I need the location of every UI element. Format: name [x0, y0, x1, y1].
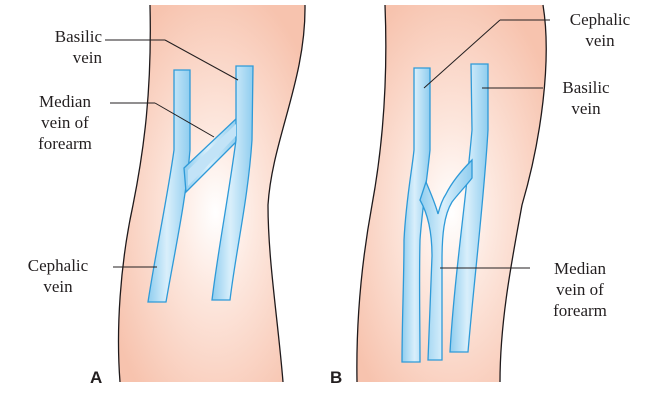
label-basilic-vein-b: Basilic vein	[546, 77, 626, 119]
panel-a	[105, 5, 305, 382]
label-basilic-a-line1: Basilic	[40, 26, 102, 47]
label-median-b-line2: vein of	[532, 279, 628, 300]
label-basilic-b-line1: Basilic	[546, 77, 626, 98]
label-median-b-line3: forearm	[532, 300, 628, 321]
label-cephalic-vein-a: Cephalic vein	[8, 255, 108, 297]
label-basilic-vein-a: Basilic vein	[40, 26, 102, 68]
panel-letter-b: B	[330, 368, 342, 388]
label-cephalic-a-line1: Cephalic	[8, 255, 108, 276]
label-cephalic-b-line1: Cephalic	[552, 9, 648, 30]
label-median-a-line1: Median	[20, 91, 110, 112]
label-cephalic-b-line2: vein	[552, 30, 648, 51]
label-median-a-line3: forearm	[20, 133, 110, 154]
label-median-vein-b: Median vein of forearm	[532, 258, 628, 321]
panel-letter-a: A	[90, 368, 102, 388]
panel-b	[357, 5, 550, 382]
label-basilic-b-line2: vein	[546, 98, 626, 119]
label-basilic-a-line2: vein	[40, 47, 102, 68]
label-cephalic-vein-b: Cephalic vein	[552, 9, 648, 51]
label-median-b-line1: Median	[532, 258, 628, 279]
label-median-vein-a: Median vein of forearm	[20, 91, 110, 154]
label-cephalic-a-line2: vein	[8, 276, 108, 297]
label-median-a-line2: vein of	[20, 112, 110, 133]
